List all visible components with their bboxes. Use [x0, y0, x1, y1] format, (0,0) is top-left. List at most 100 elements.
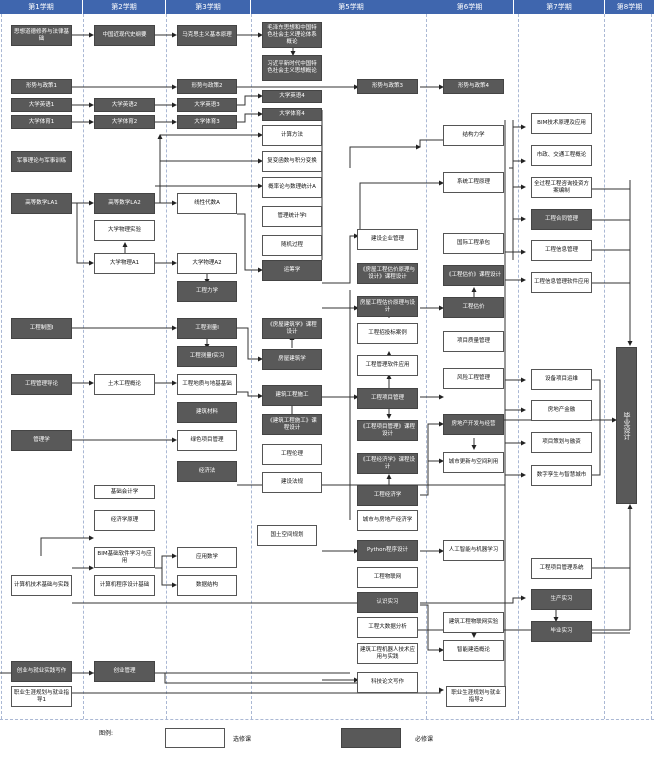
course-box[interactable]: 绿色项目管理 — [177, 430, 237, 451]
course-box[interactable]: 管理学 — [11, 430, 72, 451]
course-box[interactable]: 房屋建筑学 — [262, 349, 322, 370]
course-box[interactable]: 大学体育3 — [177, 115, 237, 129]
course-box[interactable]: 建筑工程机器人技术应用与实践 — [357, 643, 418, 664]
course-box[interactable]: 城市与房地产经济学 — [357, 510, 418, 531]
course-box[interactable]: 全过程工程咨询投资方案编制 — [531, 177, 592, 198]
course-box[interactable]: 工程伦理 — [262, 444, 322, 465]
course-box[interactable]: 《房屋工程估价原理与设计》课程设计 — [357, 263, 418, 284]
course-box[interactable]: 计算机程序设计基础 — [94, 575, 155, 596]
course-box[interactable]: 房屋工程估价原理与设计 — [357, 296, 418, 317]
course-box[interactable]: 工程力学 — [177, 281, 237, 302]
course-box[interactable]: 大学英语1 — [11, 98, 72, 112]
course-box[interactable]: 项目质量管理 — [443, 331, 504, 352]
course-box[interactable]: 经济学原理 — [94, 510, 155, 531]
course-box[interactable]: 城市更新与空间利用 — [443, 452, 504, 473]
course-box[interactable]: 《房屋建筑学》课程设计 — [262, 318, 322, 339]
course-box[interactable]: 经济法 — [177, 461, 237, 482]
course-box[interactable]: 计算方法 — [262, 125, 322, 146]
course-box[interactable]: 生产实习 — [531, 589, 592, 610]
course-box[interactable]: 土木工程概论 — [94, 374, 155, 395]
course-box[interactable]: 思想道德修养与法律基础 — [11, 25, 72, 46]
course-box[interactable]: 国际工程承包 — [443, 233, 504, 254]
course-box[interactable]: 工程项目管理系统 — [531, 558, 592, 579]
course-box[interactable]: 科技论文写作 — [357, 672, 418, 693]
course-box[interactable]: 房地产开发与经营 — [443, 414, 504, 435]
course-box[interactable]: 工程物联网 — [357, 567, 418, 588]
course-box[interactable]: 大学体育2 — [94, 115, 155, 129]
course-box[interactable]: 工程大数据分析 — [357, 617, 418, 638]
course-box[interactable]: 创业与就业实践写作 — [11, 661, 72, 682]
course-box[interactable]: 大学英语3 — [177, 98, 237, 112]
course-box[interactable]: 工程制图I — [11, 318, 72, 339]
course-box[interactable]: 人工智能与机器学习 — [443, 540, 504, 561]
course-box[interactable]: 工程管理导论 — [11, 374, 72, 395]
course-box[interactable]: 建筑工程物联网实验 — [443, 612, 504, 633]
course-box[interactable]: 智能建造概论 — [443, 640, 504, 661]
course-box[interactable]: 线性代数A — [177, 193, 237, 214]
course-box[interactable]: 工程测量I — [177, 318, 237, 339]
course-box[interactable]: 设备项目运维 — [531, 369, 592, 390]
course-box[interactable]: 工程招投标案例 — [357, 323, 418, 344]
course-box[interactable]: 工程合同管理 — [531, 209, 592, 230]
course-box[interactable]: 工程信息管理 — [531, 240, 592, 261]
course-box[interactable]: 形势与政策1 — [11, 79, 72, 94]
course-box[interactable]: 建设法规 — [262, 472, 322, 493]
course-box[interactable]: 工程测量I实习 — [177, 346, 237, 367]
course-box[interactable]: 管理统计学I — [262, 206, 322, 227]
course-box[interactable]: 系统工程原理 — [443, 172, 504, 193]
course-box[interactable]: 工程管理软件应用 — [357, 355, 418, 376]
course-box[interactable]: 形势与政策3 — [357, 79, 418, 94]
course-box[interactable]: 认识实习 — [357, 592, 418, 613]
course-box[interactable]: 建设企业管理 — [357, 229, 418, 250]
course-box[interactable]: 计算机技术基础与实践 — [11, 575, 72, 596]
course-box[interactable]: 大学英语4 — [262, 90, 322, 103]
course-box[interactable]: 毕业实习 — [531, 621, 592, 642]
course-box[interactable]: Python程序设计 — [357, 540, 418, 561]
course-box[interactable]: 习近平新时代中国特色社会主义思想概论 — [262, 55, 322, 81]
course-box[interactable]: 概率论与数理统计A — [262, 177, 322, 198]
course-box[interactable]: 国土空间规划 — [257, 525, 317, 546]
course-box[interactable]: 大学体育4 — [262, 108, 322, 121]
course-box[interactable]: 大学物理实验 — [94, 220, 155, 241]
course-box[interactable]: 应用数学 — [177, 547, 237, 568]
course-box[interactable]: 工程经济学 — [357, 485, 418, 506]
course-box[interactable]: 大学物理A1 — [94, 253, 155, 274]
course-box[interactable]: 《工程项目管理》课程设计 — [357, 420, 418, 441]
course-box[interactable]: 《建筑工程施工》课程设计 — [262, 414, 322, 435]
course-box[interactable]: 结构力学 — [443, 125, 504, 146]
course-box[interactable]: 毛泽东思想和中国特色社会主义理论体系概论 — [262, 22, 322, 48]
course-box[interactable]: 高等数学LA1 — [11, 193, 72, 214]
course-box-thesis[interactable]: 毕业设计 — [616, 347, 637, 504]
course-box[interactable]: 工程估价 — [443, 297, 504, 318]
course-box[interactable]: 基础会计学 — [94, 485, 155, 499]
course-box[interactable]: 形势与政策4 — [443, 79, 504, 94]
course-box[interactable]: 《工程估价》课程设计 — [443, 265, 504, 286]
course-box[interactable]: 马克思主义基本原理 — [177, 25, 237, 46]
course-box[interactable]: 随机过程 — [262, 235, 322, 256]
course-box[interactable]: 数字孪生与智慧城市 — [531, 465, 592, 486]
course-box[interactable]: 中国近现代史纲要 — [94, 25, 155, 46]
course-box[interactable]: 职业生涯规划与就业指导1 — [11, 686, 72, 707]
course-box[interactable]: 《工程经济学》课程设计 — [357, 453, 418, 474]
course-box[interactable]: 形势与政策2 — [177, 79, 237, 94]
course-box[interactable]: 高等数学LA2 — [94, 193, 155, 214]
course-box[interactable]: 建筑材料 — [177, 402, 237, 423]
course-box[interactable]: 市政、交通工程概论 — [531, 145, 592, 166]
course-box[interactable]: 运筹学 — [262, 260, 322, 281]
course-box[interactable]: 职业生涯规划与就业指导2 — [446, 686, 506, 707]
course-box[interactable]: 大学物理A2 — [177, 253, 237, 274]
course-box[interactable]: BIM基础软件学习与应用 — [94, 547, 155, 568]
course-box[interactable]: 复变函数与积分变换 — [262, 151, 322, 172]
course-box[interactable]: 风险工程管理 — [443, 368, 504, 389]
course-box[interactable]: 创业管理 — [94, 661, 155, 682]
course-box[interactable]: 军事理论与军事训练 — [11, 151, 72, 172]
course-box[interactable]: 大学体育1 — [11, 115, 72, 129]
course-box[interactable]: 工程信息管理软件应用 — [531, 272, 592, 293]
course-box[interactable]: 工程项目管理 — [357, 388, 418, 409]
course-box[interactable]: 项目策划与融资 — [531, 432, 592, 453]
course-box[interactable]: 大学英语2 — [94, 98, 155, 112]
course-box[interactable]: 工程地质与地基基础 — [177, 374, 237, 395]
course-box[interactable]: 房地产金融 — [531, 400, 592, 421]
course-box[interactable]: 建筑工程施工 — [262, 385, 322, 406]
course-box[interactable]: BIM技术原理及应用 — [531, 113, 592, 134]
